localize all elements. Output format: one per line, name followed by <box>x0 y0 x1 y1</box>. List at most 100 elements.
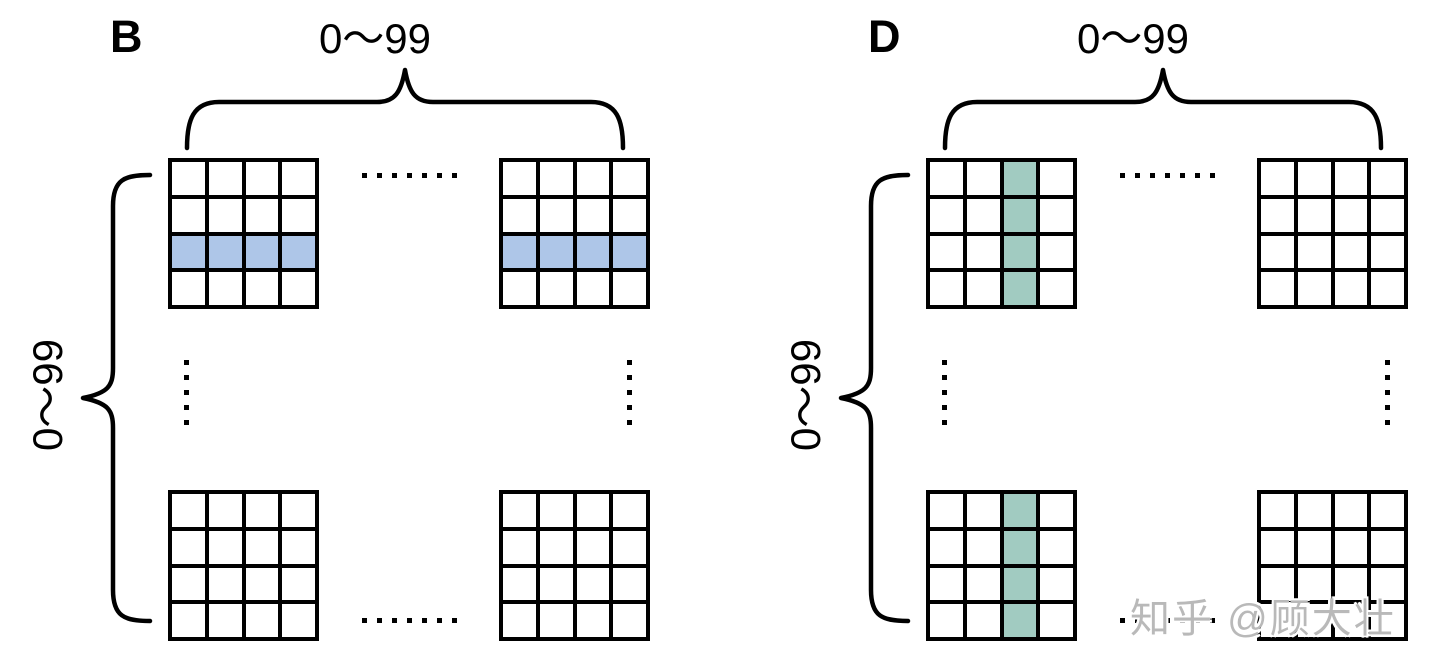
panel-b: B 0～99 0～99 <box>0 0 682 672</box>
top-range-label: 0～99 <box>1076 15 1190 62</box>
grid-cell <box>576 494 610 527</box>
grid-cell <box>1040 198 1073 232</box>
grid-cell <box>930 494 963 527</box>
grid-cell <box>1003 235 1037 269</box>
ellipsis-dots-horizontal-top <box>362 173 457 178</box>
grid-cell <box>539 604 573 637</box>
grid-cell <box>503 494 536 527</box>
grid-cell <box>966 530 1000 564</box>
grid-cell <box>1297 530 1331 564</box>
grid-cell <box>172 198 205 232</box>
grid-cell <box>1334 162 1368 195</box>
grid-cell <box>208 604 242 637</box>
watermark: 知乎 @顾大壮 <box>1130 597 1396 641</box>
grid-cell <box>613 198 646 232</box>
grid-cell <box>966 567 1000 601</box>
left-brace-icon <box>838 172 911 624</box>
grid-cell <box>576 272 610 305</box>
grid-cell <box>282 530 315 564</box>
grid-cell <box>208 494 242 527</box>
matrix-grid-bottom-left <box>168 490 319 641</box>
grid-cell <box>1334 604 1368 637</box>
grid-cell <box>613 494 646 527</box>
grid-cell <box>930 530 963 564</box>
grid-cell <box>1003 272 1037 305</box>
grid-cell <box>1261 272 1294 305</box>
grid-cell <box>503 235 536 269</box>
grid-cell <box>503 530 536 564</box>
grid-cell <box>930 235 963 269</box>
grid-cell <box>1334 567 1368 601</box>
grid-cell <box>245 494 279 527</box>
grid-cell <box>930 272 963 305</box>
grid-cell <box>172 530 205 564</box>
grid-cell <box>539 235 573 269</box>
grid-cell <box>503 567 536 601</box>
matrix-grid-bottom-right <box>1257 490 1408 641</box>
grid-cell <box>1334 235 1368 269</box>
grid-cell <box>1040 272 1073 305</box>
grid-cell <box>1297 235 1331 269</box>
grid-cell <box>1334 272 1368 305</box>
grid-cell <box>172 162 205 195</box>
grid-cell <box>539 198 573 232</box>
grid-cell <box>966 272 1000 305</box>
left-range-label: 0～99 <box>782 338 829 452</box>
grid-cell <box>245 567 279 601</box>
grid-cell <box>1003 162 1037 195</box>
grid-cell <box>503 604 536 637</box>
grid-cell <box>576 162 610 195</box>
grid-cell <box>1261 530 1294 564</box>
grid-cell <box>930 198 963 232</box>
grid-cell <box>539 530 573 564</box>
grid-cell <box>1261 604 1294 637</box>
grid-cell <box>613 604 646 637</box>
grid-cell <box>539 494 573 527</box>
grid-cell <box>208 198 242 232</box>
top-brace-icon <box>184 67 626 151</box>
grid-cell <box>245 604 279 637</box>
grid-cell <box>208 162 242 195</box>
grid-cell <box>1334 530 1368 564</box>
grid-cell <box>1297 198 1331 232</box>
matrix-grid-top-right <box>499 158 650 309</box>
grid-cell <box>282 494 315 527</box>
grid-cell <box>245 198 279 232</box>
top-brace-icon <box>942 67 1384 151</box>
grid-cell <box>1334 198 1368 232</box>
grid-cell <box>1261 494 1294 527</box>
left-range-label: 0～99 <box>24 338 71 452</box>
grid-cell <box>1297 567 1331 601</box>
grid-cell <box>576 235 610 269</box>
ellipsis-dots-vertical-right <box>627 360 632 425</box>
grid-cell <box>245 530 279 564</box>
grid-cell <box>1003 567 1037 601</box>
grid-cell <box>1297 494 1331 527</box>
grid-cell <box>1371 530 1404 564</box>
grid-cell <box>245 162 279 195</box>
grid-cell <box>172 604 205 637</box>
grid-cell <box>1371 162 1404 195</box>
grid-cell <box>245 235 279 269</box>
grid-cell <box>1261 198 1294 232</box>
matrix-grid-bottom-left <box>926 490 1077 641</box>
matrix-grid-top-right <box>1257 158 1408 309</box>
grid-cell <box>1334 494 1368 527</box>
grid-cell <box>1003 198 1037 232</box>
grid-cell <box>1040 235 1073 269</box>
grid-cell <box>1297 162 1331 195</box>
grid-cell <box>539 162 573 195</box>
grid-cell <box>1261 162 1294 195</box>
ellipsis-dots-vertical-right <box>1385 360 1390 425</box>
grid-cell <box>966 604 1000 637</box>
grid-cell <box>245 272 279 305</box>
grid-cell <box>282 604 315 637</box>
grid-cell <box>1261 567 1294 601</box>
grid-cell <box>172 494 205 527</box>
grid-cell <box>208 235 242 269</box>
grid-cell <box>1003 604 1037 637</box>
grid-cell <box>613 530 646 564</box>
grid-cell <box>930 162 963 195</box>
ellipsis-dots-vertical-left <box>942 360 947 425</box>
grid-cell <box>1040 530 1073 564</box>
